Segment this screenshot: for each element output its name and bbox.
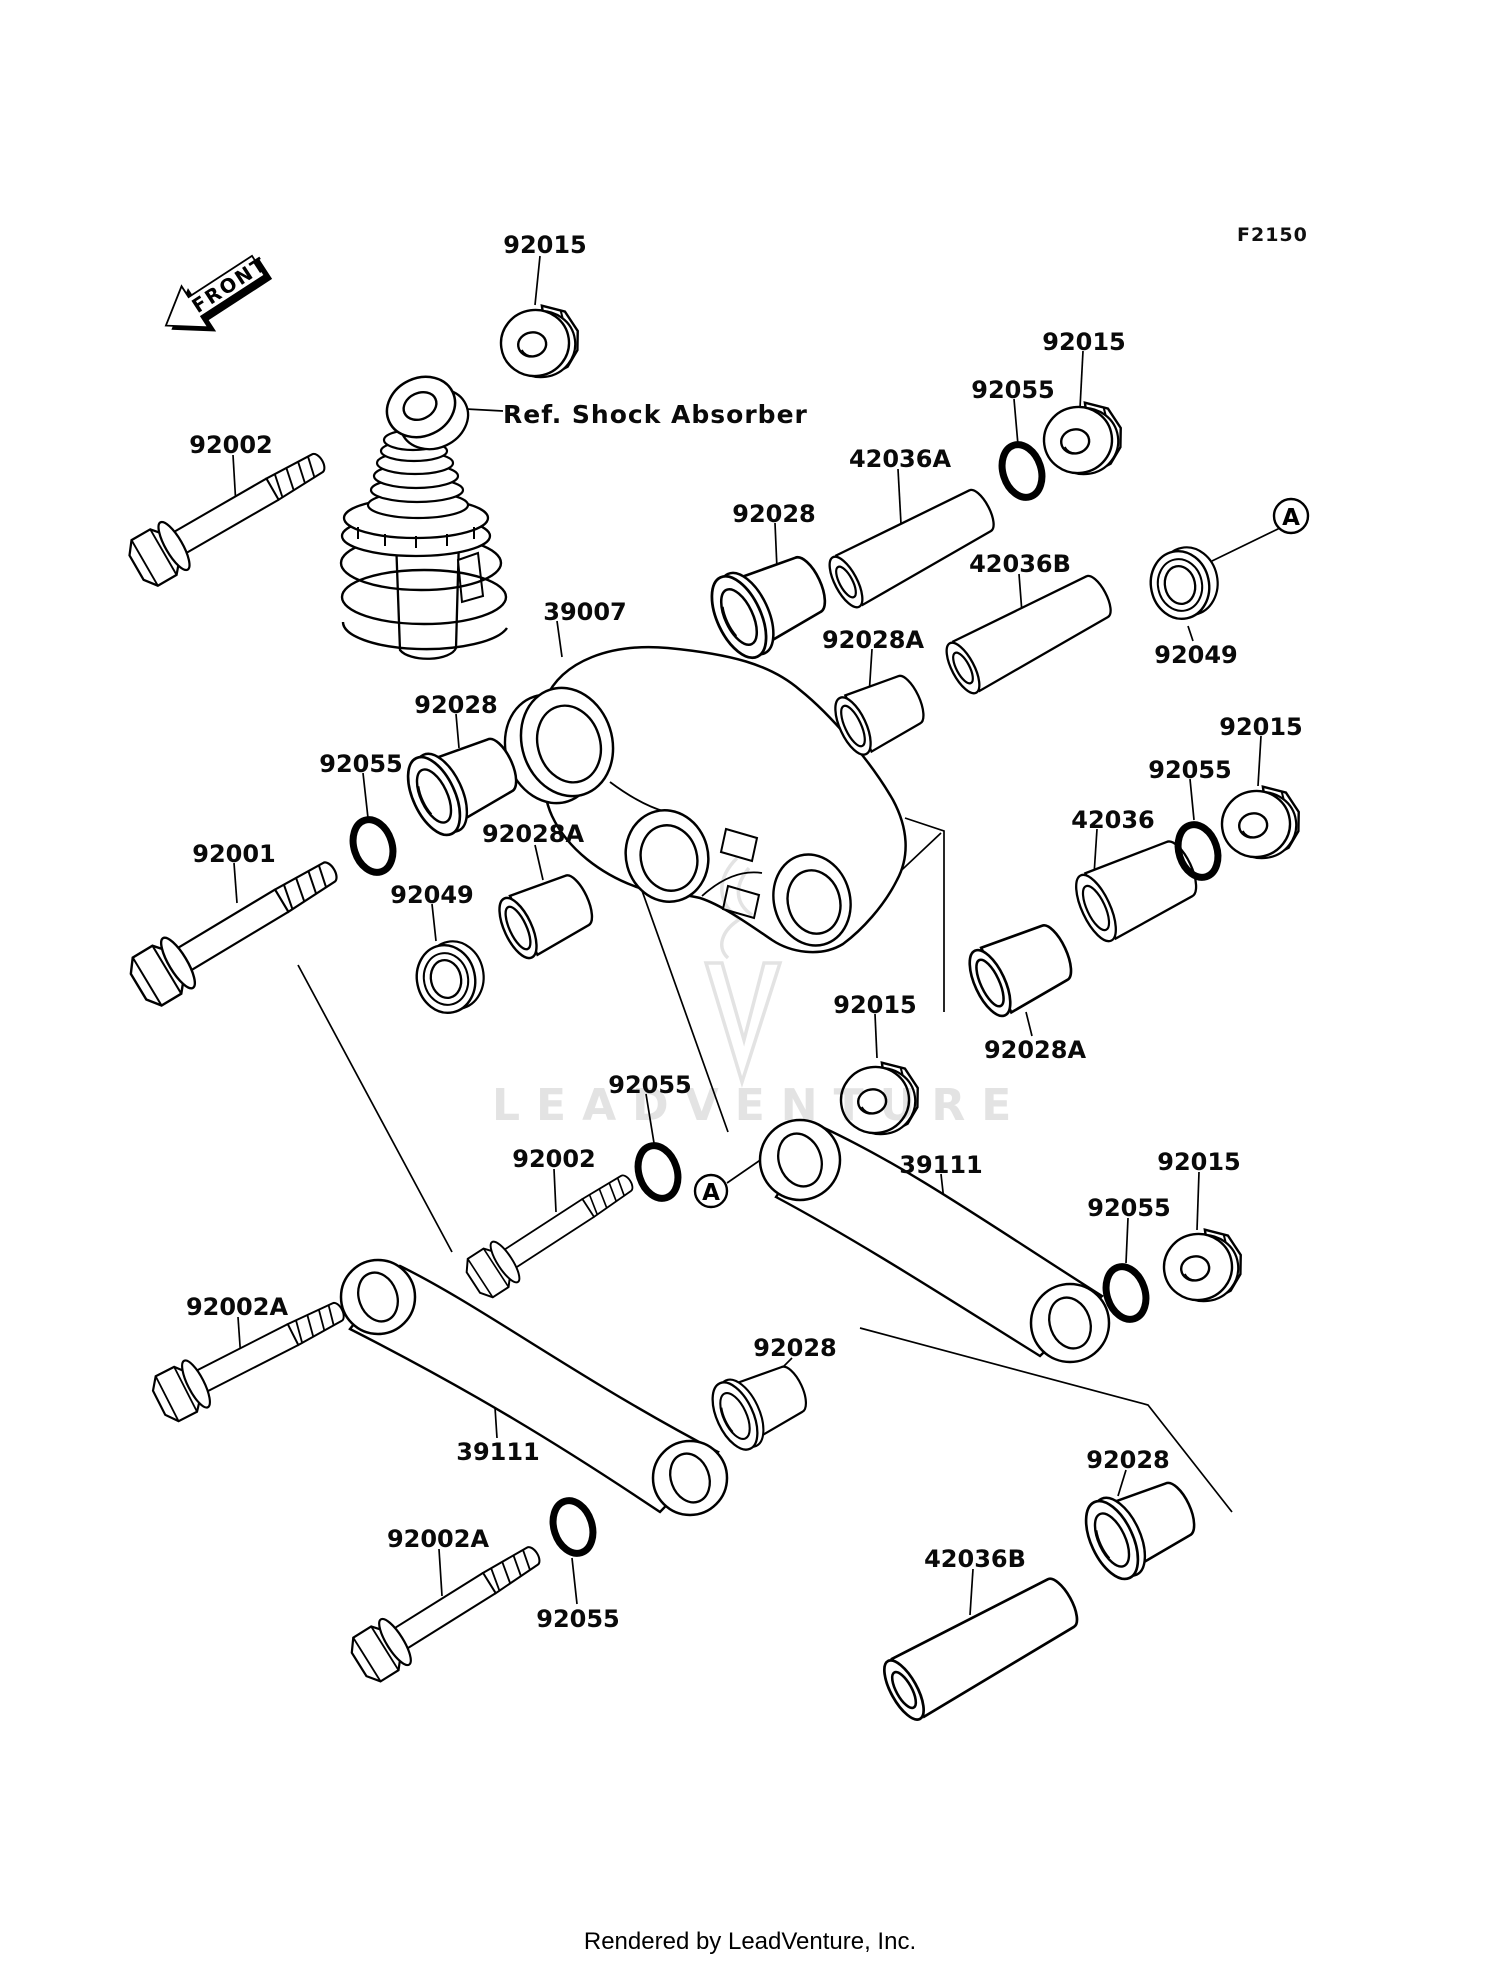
leader-lines bbox=[232, 255, 1281, 1616]
oring-92055-1 bbox=[996, 439, 1049, 502]
tie-rod-39111-upper bbox=[758, 1118, 1111, 1364]
bushing-92028a-2 bbox=[490, 865, 602, 965]
sleeve-42036 bbox=[1066, 830, 1207, 948]
bushing-92028-3 bbox=[702, 1351, 818, 1458]
footer-credit: Rendered by LeadVenture, Inc. bbox=[583, 1928, 917, 1955]
oring-92055-2 bbox=[347, 814, 400, 877]
sleeve-42036a bbox=[821, 480, 1003, 614]
ref-shock-absorber-label: Ref. Shock Absorber bbox=[503, 400, 808, 429]
bolt-92002a-lower bbox=[343, 1529, 553, 1689]
nut-92015-2 bbox=[1038, 397, 1128, 481]
nut-92015-4 bbox=[835, 1057, 925, 1141]
seal-92049-right bbox=[1142, 540, 1226, 626]
sleeve-42036b-upper bbox=[938, 566, 1120, 700]
bushing-92028-1 bbox=[699, 538, 840, 668]
svg-text:A: A bbox=[1282, 505, 1300, 531]
sleeve-42036b-lower bbox=[875, 1567, 1088, 1727]
svg-text:A: A bbox=[702, 1180, 720, 1206]
rocker-arm-39007 bbox=[503, 645, 907, 954]
bushing-92028-4 bbox=[1074, 1465, 1208, 1589]
front-direction-arrow: FRONT bbox=[164, 252, 273, 332]
oring-92055-6 bbox=[547, 1495, 600, 1558]
bushing-92028a-3 bbox=[960, 914, 1082, 1023]
oring-92055-4 bbox=[632, 1140, 685, 1203]
nut-92015-3 bbox=[1216, 781, 1306, 865]
seal-92049-left bbox=[408, 934, 492, 1020]
bolt-92001 bbox=[122, 843, 351, 1013]
nut-92015-1 bbox=[495, 300, 585, 384]
detail-marker-a-right: A bbox=[1272, 497, 1310, 535]
nut-92015-5 bbox=[1158, 1224, 1248, 1308]
tie-rod-39111-lower bbox=[339, 1258, 729, 1517]
figure-code: F2150 bbox=[1237, 224, 1308, 246]
shock-absorber-drawing bbox=[339, 375, 508, 660]
bolt-92002-mid bbox=[459, 1159, 645, 1304]
bolt-92002a-upper bbox=[146, 1285, 355, 1428]
bolt-92002-upper bbox=[121, 435, 337, 593]
detail-marker-a-mid: A bbox=[693, 1173, 729, 1209]
